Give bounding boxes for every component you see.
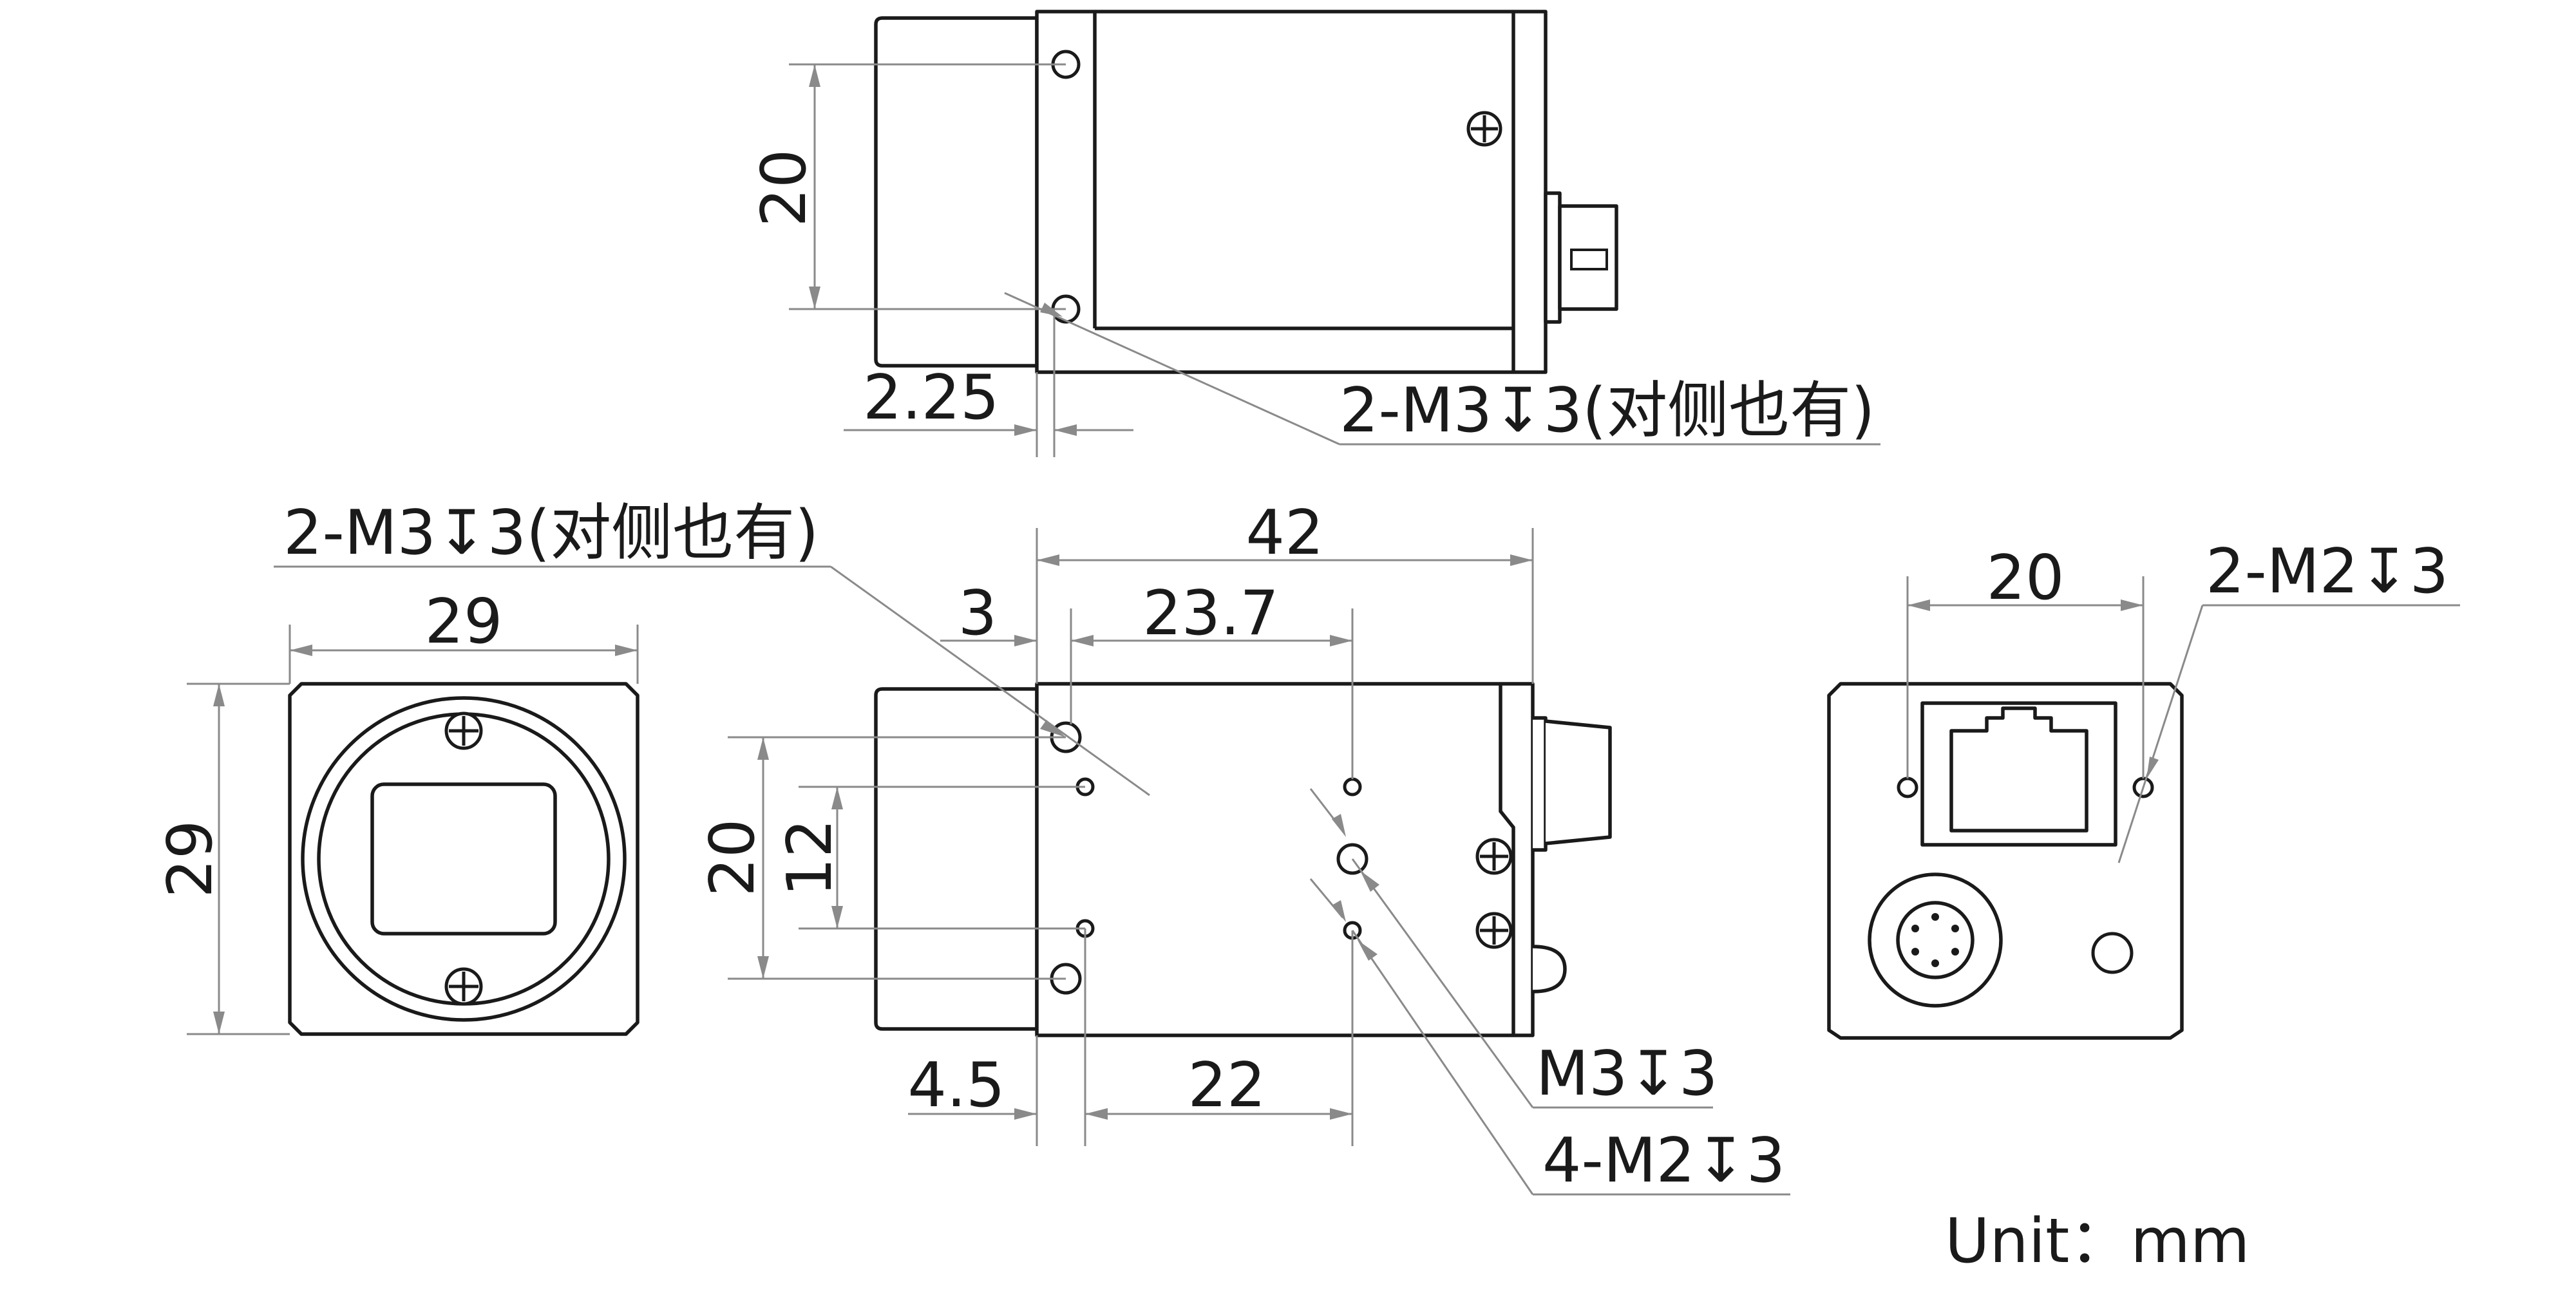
dim-arrow	[1054, 424, 1077, 436]
side-dim-22: 22	[1188, 1050, 1266, 1121]
dim-arrow	[831, 787, 843, 809]
unit-label: Unit：mm	[1945, 1206, 2249, 1277]
dim-arrow	[1014, 424, 1037, 436]
screw-head-icon	[1466, 111, 1502, 147]
top-view-lens-mount	[874, 16, 1039, 368]
screw-head-icon	[444, 711, 483, 750]
side-view-connector-base	[1533, 716, 1548, 852]
dim-arrow	[1040, 720, 1066, 737]
front-view: 29 29	[155, 587, 639, 1036]
screw-head-icon	[1475, 912, 1513, 949]
callout-leader	[1351, 930, 1534, 1195]
dim-arrow	[1332, 814, 1346, 837]
mount-hole-icon	[1343, 777, 1362, 796]
side-view-rear-cap	[1499, 684, 1515, 1035]
top-dim-height: 20	[749, 149, 820, 227]
dim-arrow	[1510, 554, 1533, 566]
dim-arrow	[809, 287, 820, 309]
rear-dim-width: 20	[1987, 543, 2065, 614]
top-view-connector-base	[1544, 191, 1562, 324]
top-dim-offset: 2.25	[863, 363, 999, 433]
dim-arrow	[213, 1012, 225, 1034]
front-dim-height: 29	[155, 820, 226, 898]
side-callout-top: 2-M3↧3(对侧也有)	[283, 498, 819, 569]
side-callout-m3: M3↧3	[1536, 1039, 1718, 1109]
dim-arrow	[1330, 1108, 1352, 1120]
dim-arrow	[1040, 303, 1063, 317]
dim-arrow	[213, 684, 225, 706]
power-connector-icon	[1868, 872, 2003, 1008]
front-dim-width: 29	[425, 587, 503, 657]
callout-leader	[1351, 858, 1534, 1108]
callout-leader	[2117, 605, 2204, 863]
top-callout: 2-M3↧3(对侧也有)	[1340, 375, 1875, 446]
side-dim-12: 12	[775, 819, 846, 897]
side-view: 42 3 23.7 20 12 4.5 22	[274, 498, 1790, 1196]
rear-callout: 2-M2↧3	[2206, 536, 2448, 607]
side-view-lens-mount	[874, 687, 1039, 1031]
dim-arrow	[1908, 599, 1930, 611]
sensor-window	[370, 782, 557, 936]
top-view-connector-slot	[1570, 249, 1608, 270]
dim-arrow	[1085, 1108, 1108, 1120]
side-dim-4-5: 4.5	[907, 1050, 1005, 1121]
screw-head-icon	[444, 967, 483, 1006]
dim-arrow	[2121, 599, 2143, 611]
dim-arrow	[1358, 940, 1378, 961]
top-view-main-body	[1035, 10, 1548, 374]
side-dim-length: 42	[1246, 498, 1324, 569]
dim-arrow	[1014, 1108, 1037, 1120]
callout-leader	[830, 565, 1150, 796]
screw-head-icon	[1475, 838, 1513, 875]
side-dim-20: 20	[697, 819, 768, 897]
dim-arrow	[1037, 554, 1059, 566]
dim-arrow	[615, 645, 638, 656]
rj45-port-icon	[1920, 701, 2117, 847]
side-callout-m2: 4-M2↧3	[1542, 1126, 1785, 1196]
side-view-main-body	[1035, 682, 1535, 1037]
side-view-nub	[1532, 945, 1567, 994]
dim-arrow	[1014, 635, 1037, 646]
callout-leader	[1004, 292, 1340, 446]
rear-view: 20 2-M2↧3	[1827, 536, 2460, 1040]
dim-arrow	[757, 956, 769, 979]
dim-arrow	[1360, 871, 1379, 892]
dim-arrow	[1071, 635, 1094, 646]
mount-hole-icon	[1897, 777, 1918, 798]
dim-arrow	[1330, 635, 1352, 646]
dim-arrow	[757, 737, 769, 760]
mount-hole-icon	[2091, 932, 2134, 974]
dim-arrow	[809, 64, 820, 87]
dim-arrow	[1332, 900, 1346, 922]
top-view: 20 2.25 2-M3↧3(对侧也有)	[749, 10, 1880, 457]
dim-arrow	[831, 906, 843, 928]
side-dim-3: 3	[958, 578, 997, 649]
dim-arrow	[2146, 757, 2159, 779]
side-dim-23-7: 23.7	[1142, 578, 1279, 649]
side-view-connector	[1545, 719, 1612, 845]
dim-arrow	[290, 645, 312, 656]
